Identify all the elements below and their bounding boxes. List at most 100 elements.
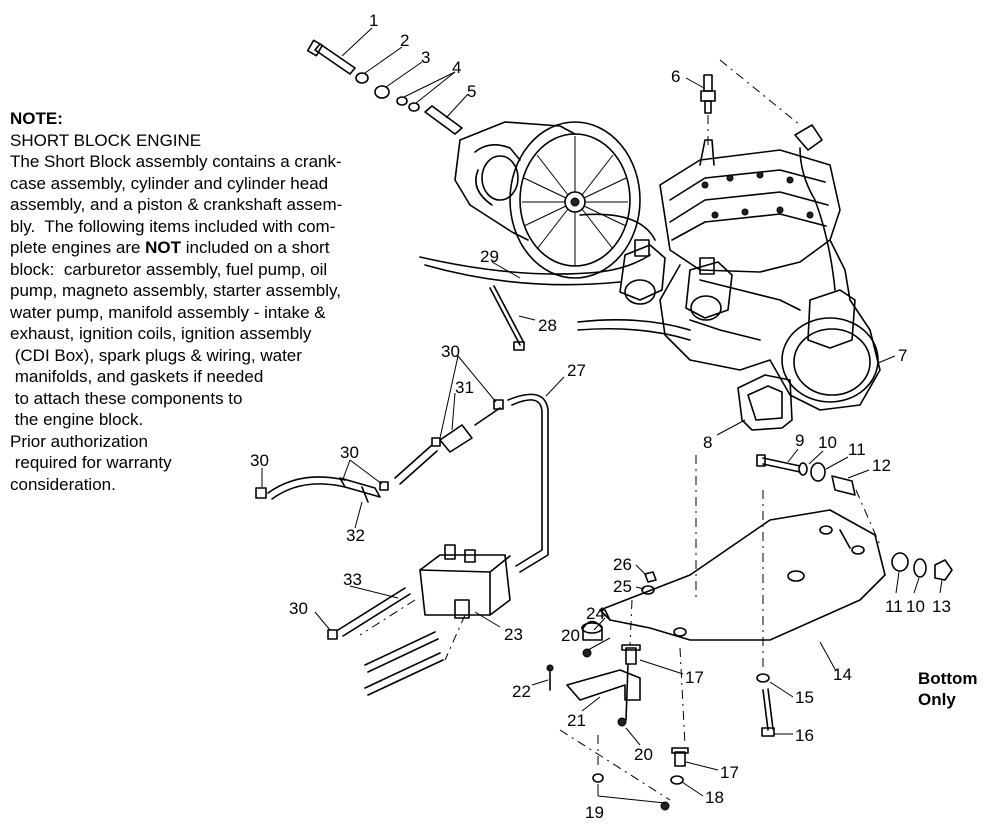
oil-line: [577, 319, 691, 331]
line-33: [337, 587, 406, 631]
callout-30d: 30: [289, 599, 308, 618]
fuel-pump-23: [419, 544, 511, 619]
nut-26: [644, 571, 657, 583]
callout-27: 27: [567, 361, 586, 380]
fuel-line-27: [507, 393, 549, 573]
note-line-2: case assembly, cylinder and cylinder hea…: [10, 173, 329, 193]
note-title: NOTE:: [10, 109, 63, 128]
washer-18: [670, 775, 684, 785]
note-line-5-post: included on a short: [181, 238, 330, 257]
note-line-3: assembly, and a piston & crankshaft asse…: [10, 195, 343, 214]
bottom-only-line-1: Bottom: [918, 669, 978, 688]
grommet-11b: [891, 552, 909, 572]
fuel-line: [394, 444, 433, 479]
clamp-30c: [379, 481, 389, 491]
callout-10b: 10: [906, 597, 925, 616]
callout-14: 14: [833, 665, 852, 684]
skid-plate-14: [599, 509, 886, 641]
mount-17: [621, 644, 641, 665]
washer-15: [756, 673, 770, 683]
callout-24: 24: [586, 604, 605, 623]
callout-16: 16: [795, 726, 814, 745]
bottom-only-line-2: Only: [918, 690, 956, 709]
bolt-28b: [493, 285, 525, 344]
note-line-8: water pump, manifold assembly - intake &: [10, 302, 326, 322]
callout-29: 29: [480, 247, 499, 266]
note-line-5-bold: NOT: [145, 238, 182, 257]
note-line-14: Prior authorization: [10, 431, 148, 451]
note-line-12: to attach these components to: [10, 388, 243, 408]
note-line-9: exhaust, ignition coils, ignition assemb…: [10, 324, 312, 343]
washer-4a: [396, 96, 408, 106]
nut-19b: [660, 801, 670, 811]
washer-4b: [408, 102, 420, 112]
throttle-cable-2: [424, 264, 621, 286]
callout-7: 7: [898, 346, 907, 365]
callout-10a: 10: [818, 433, 837, 452]
fuel-filter-31: [439, 424, 473, 453]
callout-17b: 17: [720, 763, 739, 782]
callout-15: 15: [795, 688, 814, 707]
bottom-only-label: Bottom Only: [918, 668, 977, 710]
callout-31: 31: [455, 378, 474, 397]
note-line-5: plete engines are NOT included on a shor…: [10, 237, 430, 259]
bracket-21: [566, 669, 641, 701]
engine-block: [659, 139, 881, 411]
bolt-9-head: [756, 454, 766, 467]
oil-line-2: [577, 327, 691, 341]
nut-20b: [617, 717, 627, 727]
callout-1: 1: [369, 11, 378, 30]
note-line-15: required for warranty: [10, 453, 172, 472]
note-subtitle: SHORT BLOCK ENGINE: [10, 130, 202, 150]
callout-26: 26: [613, 555, 632, 574]
callout-19: 19: [585, 803, 604, 822]
note-line-11: manifolds, and gaskets if needed: [10, 367, 264, 386]
fuel-line-left: [267, 476, 346, 494]
washer-2: [355, 72, 369, 84]
clamp-30: [493, 399, 504, 410]
bolt-9: [762, 457, 801, 467]
bolt-28: [489, 287, 521, 346]
note-line-10: (CDI Box), spark plugs & wiring, water: [10, 345, 302, 365]
callout-6: 6: [671, 67, 680, 86]
callout-17a: 17: [685, 668, 704, 687]
short-block-note: NOTE: SHORT BLOCK ENGINE The Short Block…: [10, 108, 430, 495]
manifold-gasket: [737, 374, 793, 431]
carburetor-assembly: [619, 239, 733, 321]
callout-25: 25: [613, 577, 632, 596]
note-line-1: The Short Block assembly contains a cran…: [10, 152, 342, 171]
tee-fitting-32: [339, 477, 381, 498]
note-line-16: consideration.: [10, 474, 116, 494]
clamp-30d: [255, 487, 267, 499]
nut-19a: [592, 773, 604, 783]
callout-2: 2: [400, 31, 409, 50]
callout-11a: 11: [848, 440, 866, 459]
callout-30a: 30: [441, 342, 460, 361]
callout-32: 32: [346, 526, 365, 545]
callout-5: 5: [467, 82, 476, 101]
callout-22: 22: [512, 682, 531, 701]
callout-18: 18: [705, 788, 724, 807]
callout-30c: 30: [250, 451, 269, 470]
throttle-cable: [419, 254, 651, 275]
callout-21: 21: [567, 711, 586, 730]
note-line-6: block: carburetor assembly, fuel pump, o…: [10, 259, 328, 279]
callout-3: 3: [421, 48, 430, 67]
recoil-starter-housing: [454, 121, 641, 279]
nut-13: [934, 559, 953, 581]
note-line-5-pre: plete engines are: [10, 238, 146, 257]
clamp-30b: [431, 437, 441, 447]
spark-plug-wire: [799, 147, 836, 291]
clamp-30e: [327, 629, 338, 640]
callout-28: 28: [538, 316, 557, 335]
stud: [625, 663, 629, 721]
choke-cable: [579, 213, 656, 241]
callout-23: 23: [504, 625, 523, 644]
washer-10: [798, 462, 808, 476]
callout-4: 4: [452, 58, 461, 77]
note-line-7: pump, magneto assembly, starter assembly…: [10, 281, 342, 300]
bushing-12: [831, 475, 856, 496]
note-line-4: bly. The following items included with c…: [10, 216, 336, 236]
washer-10b: [913, 558, 927, 578]
